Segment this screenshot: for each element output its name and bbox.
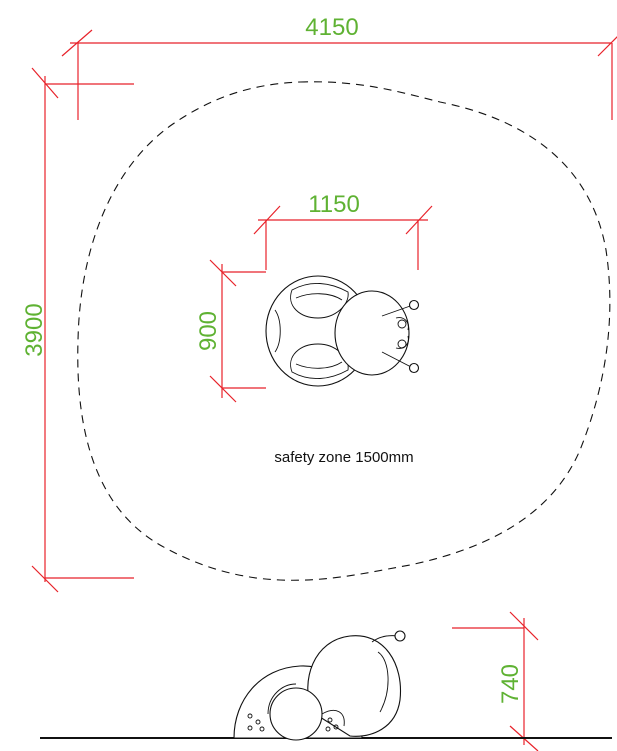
item-height-label: 740 bbox=[497, 664, 524, 704]
side-view-figure bbox=[40, 630, 612, 741]
item-depth-dimension: 900 bbox=[195, 259, 266, 403]
safety-zone-note: safety zone 1500mm bbox=[274, 449, 413, 466]
item-height-dimension: 740 bbox=[452, 611, 539, 751]
plan-view-figure bbox=[265, 275, 420, 387]
overall-width-label: 4150 bbox=[305, 14, 358, 41]
overall-depth-dimension: 3900 bbox=[21, 67, 134, 593]
item-width-dimension: 1150 bbox=[253, 191, 433, 270]
item-width-label: 1150 bbox=[308, 191, 360, 218]
overall-width-dimension: 4150 bbox=[61, 14, 617, 120]
safety-zone-outline bbox=[77, 81, 611, 581]
item-depth-label: 900 bbox=[195, 311, 222, 351]
overall-depth-label: 3900 bbox=[21, 303, 48, 356]
